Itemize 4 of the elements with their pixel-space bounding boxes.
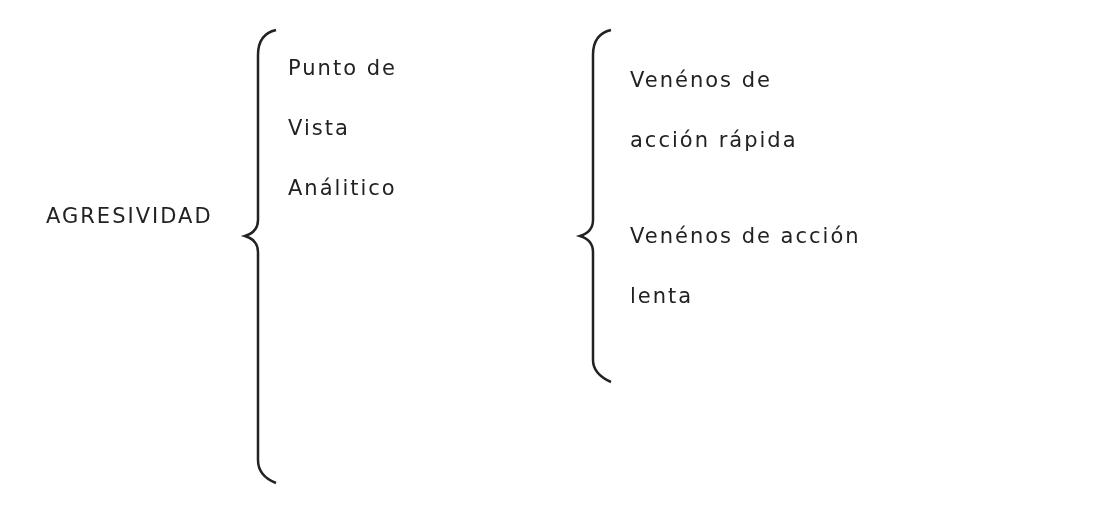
heading-label: AGRESIVIDAD — [46, 203, 214, 230]
category-label: Punto de Vista Análitico — [288, 55, 398, 202]
item-label: Venénos de acción lenta — [630, 223, 862, 310]
item-label: Venénos de acción rápida — [630, 67, 799, 154]
